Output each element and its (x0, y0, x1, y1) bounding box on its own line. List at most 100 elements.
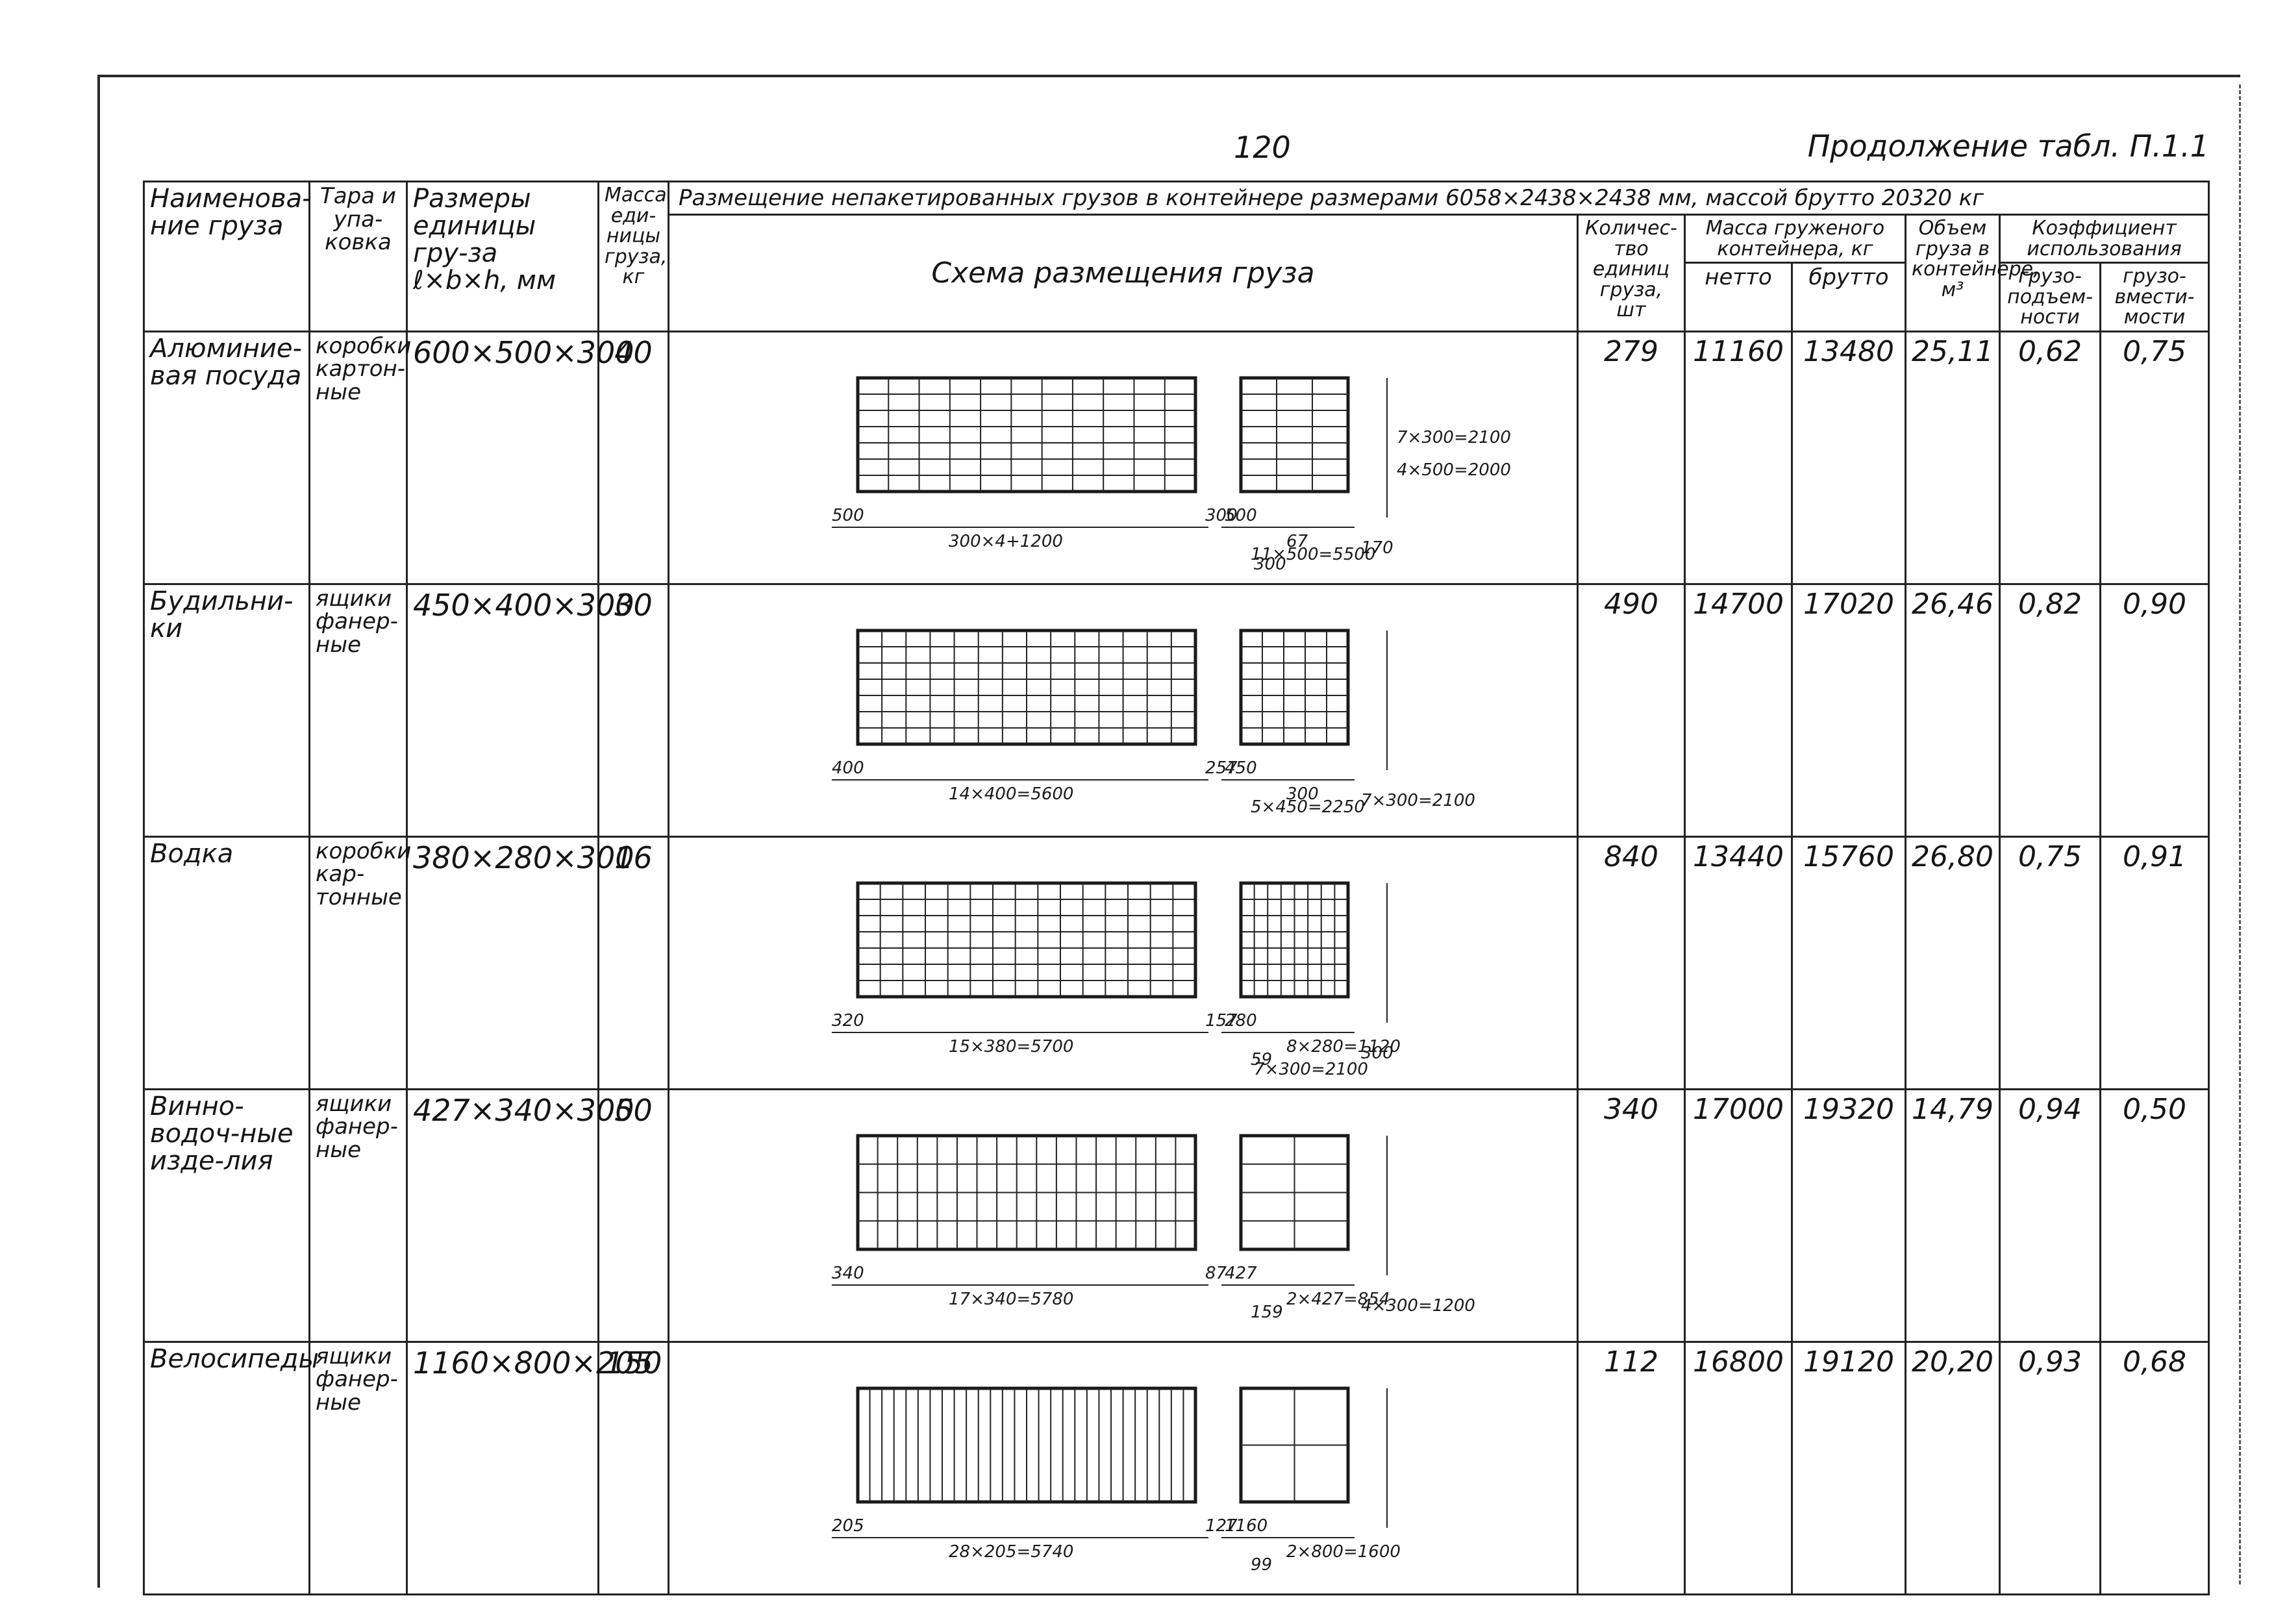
dimension-label: 205 (832, 1516, 864, 1536)
dimension-label: 2×800=1600 (1286, 1542, 1401, 1562)
cargo-volume: 14,79 (1905, 1088, 2001, 1343)
unit-count: 279 (1577, 330, 1686, 585)
mass-netto: 14700 (1684, 582, 1793, 838)
front-view-outline (856, 881, 1197, 998)
coef-capacity: 0,94 (1999, 1088, 2101, 1343)
table-row: Алюминие-вая посуда коробки картон-ные 6… (143, 330, 2210, 585)
dimension-label: 14×400=5600 (949, 784, 1073, 804)
mass-netto: 17000 (1684, 1088, 1793, 1343)
header-row-3: нетто брутто грузо-подъем-ности грузо-вм… (144, 262, 2210, 332)
header-row-2: Схема размещения груза Количес-тво едини… (144, 214, 2210, 332)
dimension-label: 59 (1251, 1050, 1272, 1069)
coef-volume: 0,50 (2099, 1088, 2210, 1343)
dimension-label: 99 (1251, 1555, 1272, 1575)
dimension-label: 157 (1205, 1011, 1238, 1031)
side-view-outline (1239, 376, 1350, 493)
dimension-label: 28×205=5740 (949, 1542, 1073, 1562)
coef-capacity: 0,82 (1999, 582, 2101, 838)
col-header-coef-volume: грузо-вмести-мости (2099, 262, 2210, 332)
mass-netto: 13440 (1684, 835, 1793, 1090)
cargo-packaging: ящики фанер-ные (308, 1340, 408, 1595)
unit-count: 490 (1577, 582, 1686, 838)
col-header-scheme: Схема размещения груза (668, 214, 1579, 332)
cargo-name: Водка (143, 835, 310, 1090)
dimension-label: 4×500=2000 (1397, 460, 1511, 480)
table-row: Водка коробки кар-тонные 380×280×300 16 … (143, 835, 2210, 1090)
coef-volume: 0,90 (2099, 582, 2210, 838)
dimension-label: 127 (1205, 1516, 1238, 1536)
table-row: Будильни-ки ящики фанер-ные 450×400×300 … (143, 582, 2210, 838)
page-frame-left (97, 75, 100, 1588)
cargo-volume: 26,80 (1905, 835, 2001, 1090)
cargo-name: Будильни-ки (143, 582, 310, 838)
unit-count: 340 (1577, 1088, 1686, 1343)
dimension-label: 87 (1205, 1264, 1227, 1283)
dimension-label: 7×300=2100 (1397, 428, 1511, 447)
dimension-label: 400 (832, 758, 864, 778)
dimension-label: 17×340=5780 (949, 1290, 1073, 1309)
dimension-label: 8×280=1120 (1286, 1037, 1401, 1056)
dimension-label: 67 (1286, 532, 1308, 551)
dimension-label: 300 (1361, 1043, 1393, 1063)
col-header-mass: Масса еди-ницы груза, кг (597, 181, 669, 332)
dimension-label: 450 (1225, 758, 1257, 778)
col-header-name: Наименова-ние груза (143, 181, 312, 332)
cargo-packaging: коробки картон-ные (308, 330, 411, 585)
col-header-coef-capacity: грузо-подъем-ности (1999, 262, 2101, 332)
cargo-placement-table: Наименова-ние груза Тара и упа-ковка Раз… (143, 181, 2210, 1595)
coef-capacity: 0,62 (1999, 330, 2101, 585)
dimension-label: 159 (1251, 1303, 1283, 1322)
cargo-volume: 26,46 (1905, 582, 2001, 838)
coef-capacity: 0,93 (1999, 1340, 2101, 1595)
col-header-volume: Объем груза в контейнере, м³ (1905, 214, 2040, 332)
dimension-label: 170 (1361, 538, 1393, 558)
cargo-packaging: ящики фанер-ные (308, 1088, 408, 1343)
page-number: 120 (1234, 130, 1291, 165)
table-continuation-note: Продолжение табл. П.1.1 (1807, 129, 2209, 164)
coef-capacity: 0,75 (1999, 835, 2101, 1090)
col-header-count: Количес-тво единиц груза, шт (1577, 214, 1686, 332)
mass-brutto: 19120 (1791, 1340, 1906, 1595)
side-view-outline (1239, 629, 1350, 745)
cargo-name: Алюминие-вая посуда (143, 330, 310, 585)
dimension-label: 427 (1225, 1264, 1257, 1283)
dimension-label: 7×300=2100 (1254, 1060, 1368, 1078)
cargo-unit-mass: 30 (597, 582, 669, 838)
cargo-volume: 25,11 (1905, 330, 2001, 585)
dimension-label: 7×300=2100 (1361, 791, 1475, 810)
dimension-label: 1160 (1225, 1516, 1268, 1536)
cargo-unit-mass: 50 (597, 1088, 669, 1343)
dimension-label: 257 (1205, 758, 1238, 778)
coef-volume: 0,68 (2099, 1340, 2210, 1595)
col-header-loaded-mass: Масса груженого контейнера, кг (1684, 214, 1906, 264)
mass-brutto: 13480 (1791, 330, 1906, 585)
dimension-label: 340 (832, 1264, 864, 1283)
unit-count: 112 (1577, 1340, 1686, 1595)
dimension-label: 500 (832, 506, 864, 525)
coef-volume: 0,75 (2099, 330, 2210, 585)
dimension-label: 300 (1286, 784, 1319, 804)
dimension-label: 15×380=5700 (949, 1037, 1073, 1056)
col-header-pack: Тара и упа-ковка (308, 181, 408, 332)
cargo-dimensions: 450×400×300 (406, 582, 634, 838)
table-title: Размещение непакетированных грузов в кон… (667, 181, 2210, 216)
mass-brutto: 19320 (1791, 1088, 1906, 1343)
dimension-label: 2×427=854 (1286, 1290, 1390, 1309)
cargo-packaging: ящики фанер-ные (308, 582, 408, 838)
placement-scheme-drawing: 32015×380=5700157280598×280=11203007×300… (832, 881, 1401, 1078)
cargo-dimensions: 380×280×300 (406, 835, 634, 1090)
dimension-label: 5×450=2250 (1251, 797, 1365, 817)
cargo-unit-mass: 16 (597, 835, 669, 1090)
cargo-dimensions: 427×340×300 (406, 1088, 634, 1343)
cargo-name: Винно-водоч-ные изде-лия (143, 1088, 310, 1343)
table-row: Винно-водоч-ные изде-лия ящики фанер-ные… (143, 1088, 2210, 1343)
header-row-1: Наименова-ние груза Тара и упа-ковка Раз… (143, 181, 2210, 332)
dimension-label: 500 (1225, 506, 1257, 525)
